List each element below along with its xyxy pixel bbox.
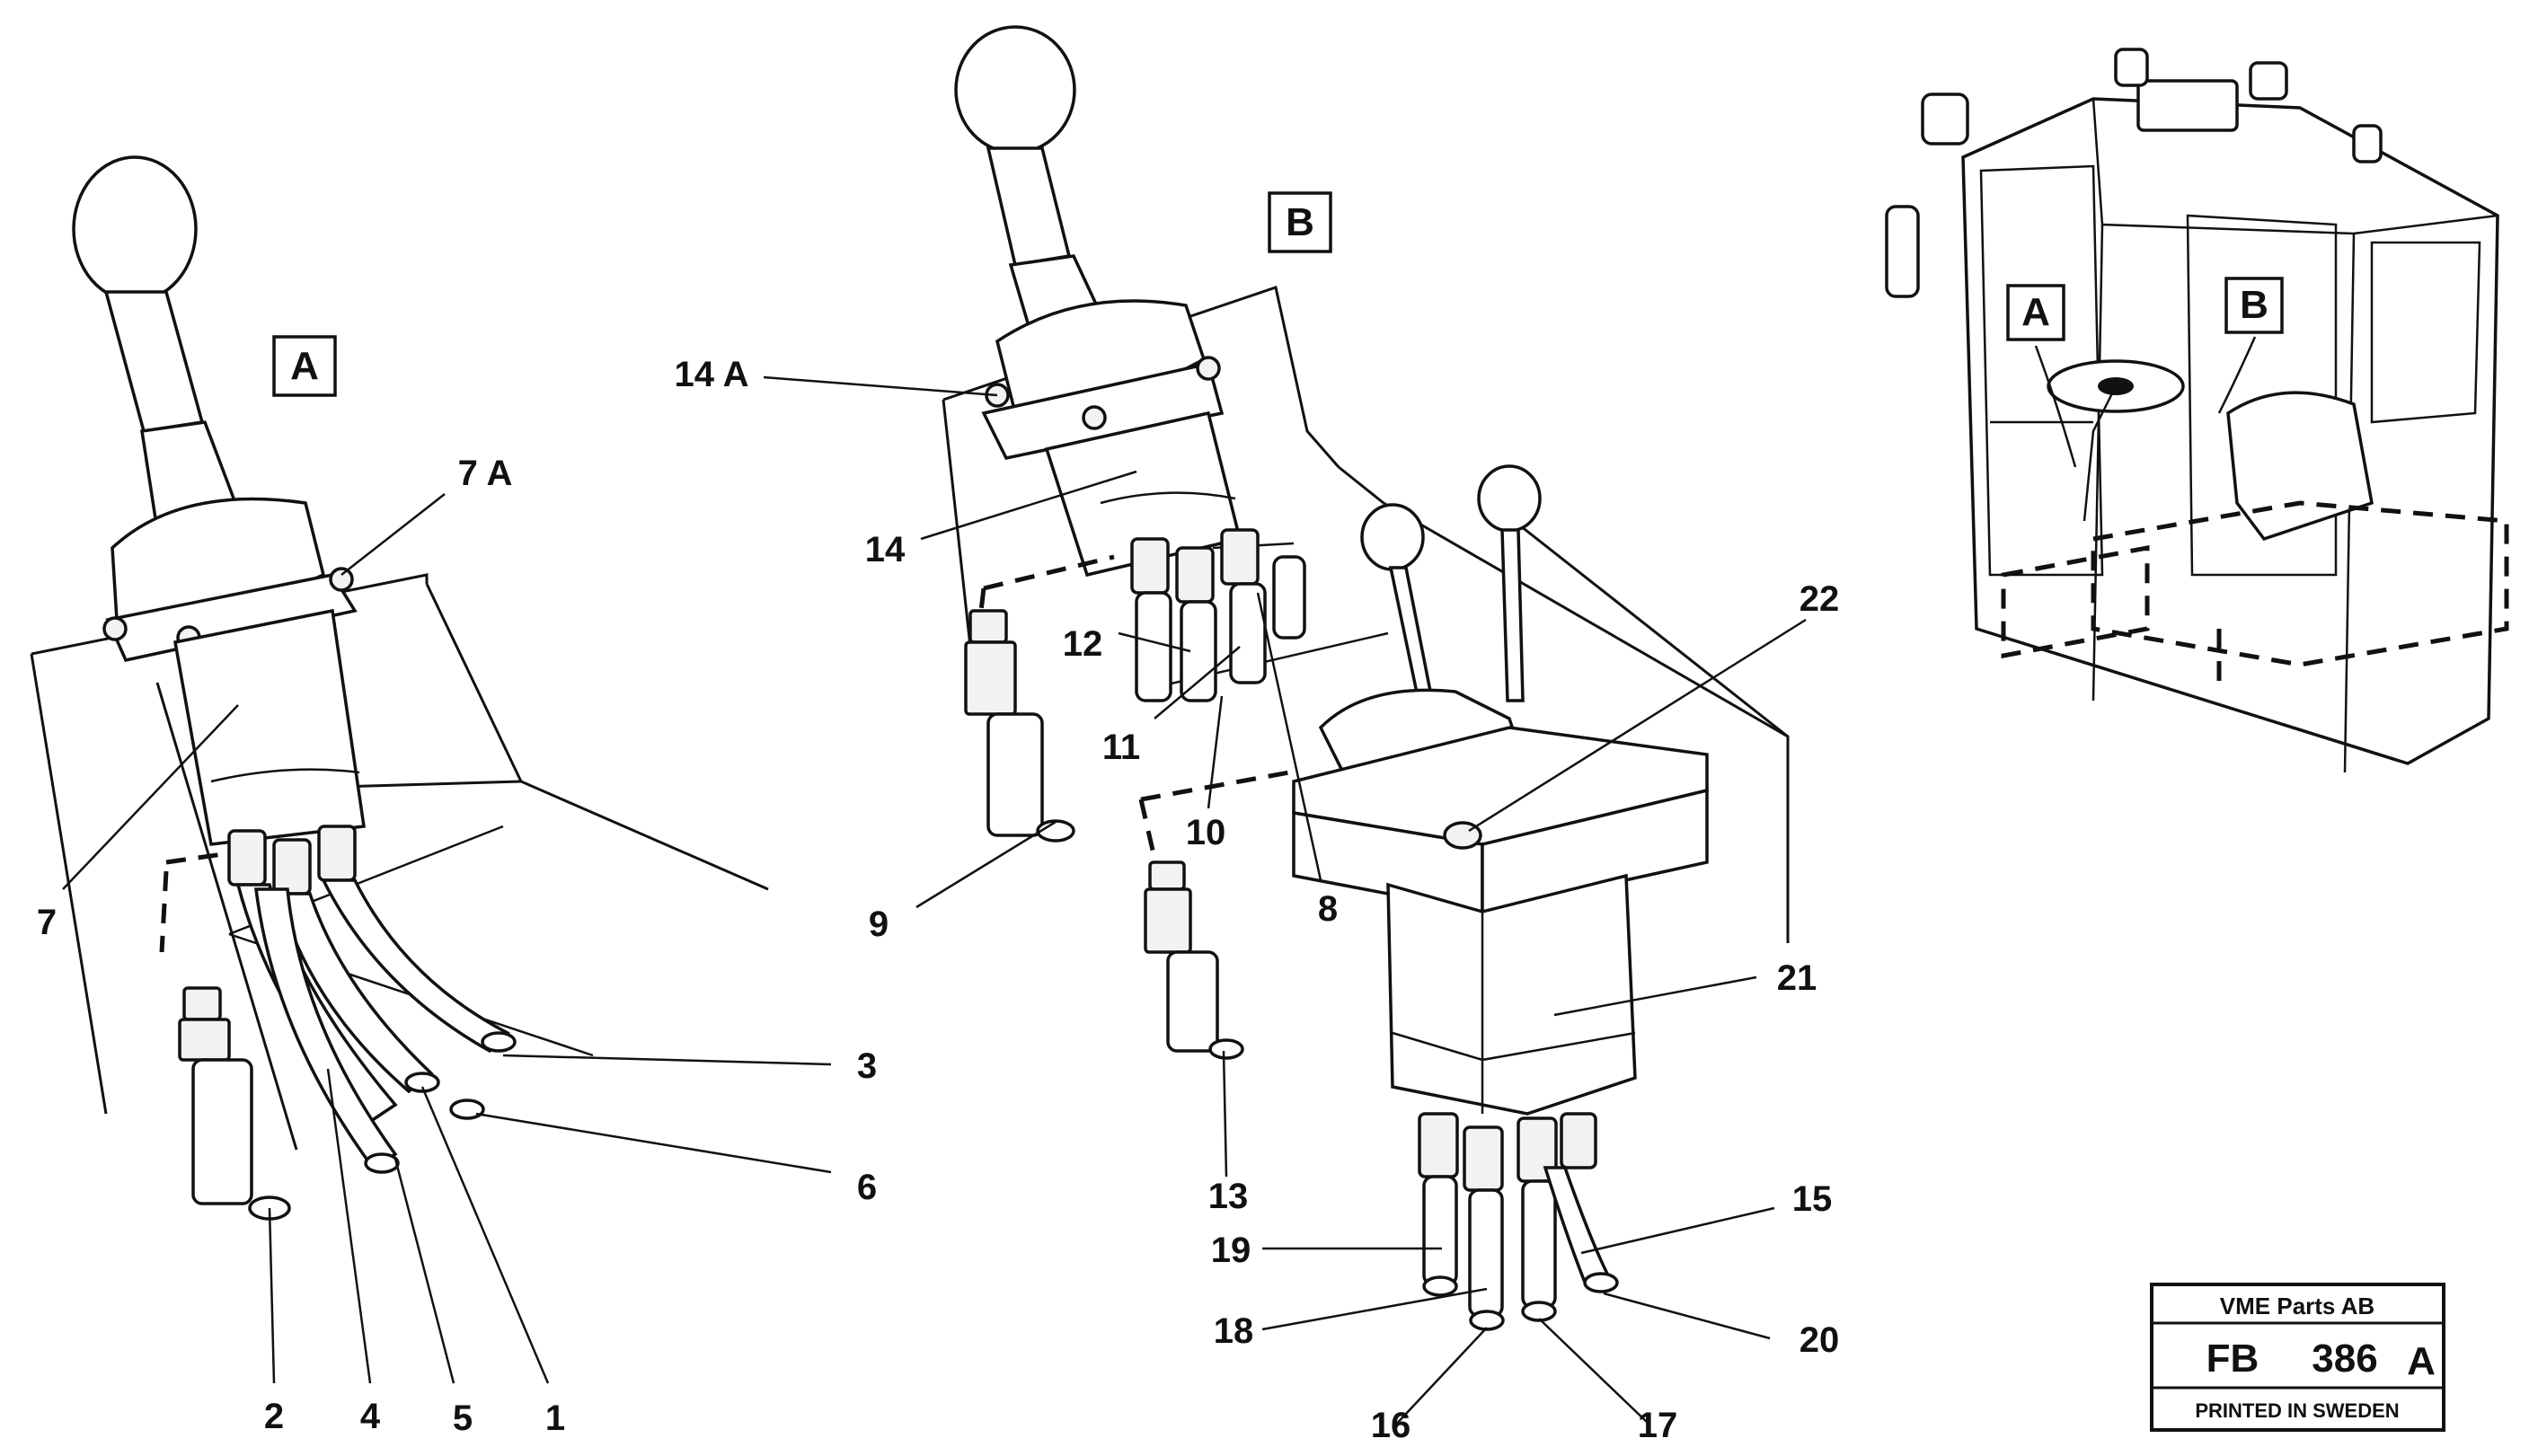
callout-20: 20: [1800, 1320, 1840, 1360]
callout-12: 12: [1063, 624, 1103, 664]
callout-7: 7: [37, 903, 57, 942]
callout-6: 6: [857, 1168, 877, 1207]
stamp-code-suffix: A: [2407, 1339, 2436, 1383]
control-lever-assembly-b: [942, 25, 1790, 1331]
callout-17: 17: [1638, 1406, 1678, 1445]
callout-19: 19: [1211, 1231, 1251, 1270]
view-b-letter: B: [1286, 200, 1314, 244]
callout-2: 2: [264, 1397, 284, 1436]
callout-9: 9: [869, 904, 889, 944]
view-label-a: A: [272, 335, 337, 397]
stamp-printed: PRINTED IN SWEDEN: [2195, 1399, 2399, 1422]
callout-14a: 14 A: [674, 355, 748, 394]
callout-10: 10: [1186, 813, 1226, 852]
cab-label-a: A: [2006, 284, 2065, 341]
callout-22: 22: [1800, 579, 1840, 619]
callout-13: 13: [1208, 1177, 1249, 1216]
title-stamp: VME Parts AB FB 386 A PRINTED IN SWEDEN: [2150, 1283, 2445, 1432]
cab-b-letter: B: [2240, 283, 2268, 327]
callout-numbers: 2 4 5 1 3 6 7 7 A 8 9 10 11 12 13 14 14 …: [37, 355, 1839, 1445]
cab-a-letter: A: [2021, 290, 2050, 334]
stamp-code-prefix: FB: [2206, 1337, 2259, 1381]
callout-7a: 7 A: [458, 454, 513, 493]
callout-1: 1: [545, 1399, 565, 1438]
view-a-letter: A: [290, 344, 319, 388]
control-lever-assembly-a: [30, 155, 769, 1221]
callout-5: 5: [453, 1399, 473, 1438]
callout-3: 3: [857, 1046, 877, 1086]
view-label-b: B: [1268, 191, 1332, 253]
stamp-code-number: 386: [2312, 1337, 2377, 1381]
leader-lines: [62, 375, 1807, 1429]
stamp-company: VME Parts AB: [2220, 1293, 2374, 1319]
cab-overview: [1885, 48, 2509, 773]
callout-15: 15: [1792, 1179, 1833, 1219]
callout-11: 11: [1102, 728, 1140, 767]
cab-label-b: B: [2224, 277, 2284, 334]
callout-8: 8: [1318, 889, 1338, 929]
callout-4: 4: [360, 1397, 381, 1436]
callout-14: 14: [865, 530, 906, 569]
callout-21: 21: [1777, 958, 1817, 998]
callout-18: 18: [1214, 1311, 1254, 1351]
callout-16: 16: [1371, 1406, 1411, 1445]
